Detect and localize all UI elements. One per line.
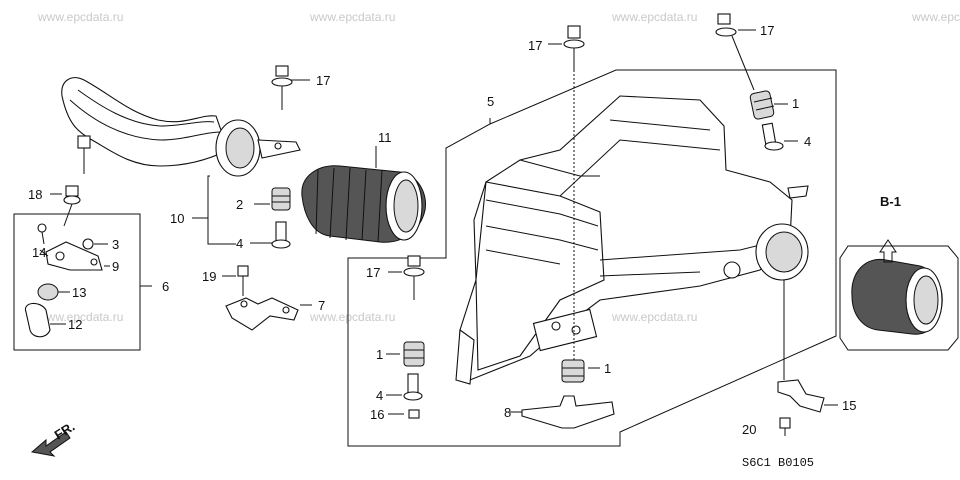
callout-4: 4 xyxy=(376,388,383,403)
grommet-1-top-right xyxy=(749,90,788,120)
callout-17: 17 xyxy=(528,38,542,53)
watermark: www.epcdata.ru xyxy=(37,310,123,324)
callout-14: 14 xyxy=(32,245,46,260)
watermark: www.epcdata.ru xyxy=(611,10,697,24)
collar-4-top-right xyxy=(761,122,798,151)
bolt-17-top-center xyxy=(548,25,585,360)
callout-18: 18 xyxy=(28,187,42,202)
grommet-1-lower-center xyxy=(561,359,600,383)
callout-3: 3 xyxy=(112,237,119,252)
leader-10 xyxy=(207,175,236,245)
bolt-17-top-right xyxy=(715,13,756,91)
callout-20: 20 xyxy=(742,422,756,437)
nut-3 xyxy=(82,238,108,250)
bracket-7 xyxy=(225,297,312,331)
callout-17: 17 xyxy=(366,265,380,280)
bracket-15 xyxy=(777,280,838,413)
callout-11: 11 xyxy=(378,130,392,145)
grommet-13 xyxy=(37,283,70,301)
front-arrow xyxy=(30,431,71,457)
callout-17: 17 xyxy=(316,73,330,88)
bolt-19 xyxy=(222,265,249,296)
callout-16: 16 xyxy=(370,407,384,422)
bolt-18 xyxy=(50,185,81,227)
bolt-17-lower-left xyxy=(388,255,425,300)
callout-8: 8 xyxy=(504,405,511,420)
bracket-9 xyxy=(39,241,110,271)
watermark: www.epcdata.ru xyxy=(309,310,395,324)
watermark: www.epcdata.ru xyxy=(911,10,960,24)
callout-7: 7 xyxy=(318,298,325,313)
intake-duct xyxy=(61,77,301,177)
callout-5: 5 xyxy=(487,94,494,109)
view-b1-inset xyxy=(839,239,959,351)
watermark: www.epcdata.ru xyxy=(37,10,123,24)
callout-1: 1 xyxy=(792,96,799,111)
callout-4: 4 xyxy=(236,236,243,251)
callout-4: 4 xyxy=(804,134,811,149)
callout-19: 19 xyxy=(202,269,216,284)
callout-2: 2 xyxy=(236,197,243,212)
air-cleaner-outline xyxy=(347,69,837,447)
callout-13: 13 xyxy=(72,285,86,300)
bolt-17-duct xyxy=(271,65,310,110)
callout-1: 1 xyxy=(376,347,383,362)
resonator-hose-11 xyxy=(301,146,426,243)
watermark: www.epcdata.ru xyxy=(309,10,395,24)
callout-15: 15 xyxy=(842,398,856,413)
collar-4-lower-left xyxy=(386,373,423,401)
air-cleaner-housing xyxy=(455,95,809,385)
bolt-20 xyxy=(779,417,791,436)
clip-14 xyxy=(37,223,47,245)
grommet-2-left xyxy=(254,187,291,211)
clip-12 xyxy=(24,302,66,338)
callout-1: 1 xyxy=(604,361,611,376)
callout-10: 10 xyxy=(170,211,184,226)
grommet-1-lower-left xyxy=(386,341,425,367)
collar-4-left xyxy=(250,221,291,249)
nut-16 xyxy=(388,409,420,419)
watermark: www.epcdata.ru xyxy=(611,310,697,324)
callout-6: 6 xyxy=(162,279,169,294)
view-label: B-1 xyxy=(880,194,901,209)
callout-12: 12 xyxy=(68,317,82,332)
diagram-code: S6C1 B0105 xyxy=(742,456,814,470)
callout-17: 17 xyxy=(760,23,774,38)
callout-9: 9 xyxy=(112,259,119,274)
bracket-group-box xyxy=(13,213,152,351)
bracket-8 xyxy=(510,395,615,429)
